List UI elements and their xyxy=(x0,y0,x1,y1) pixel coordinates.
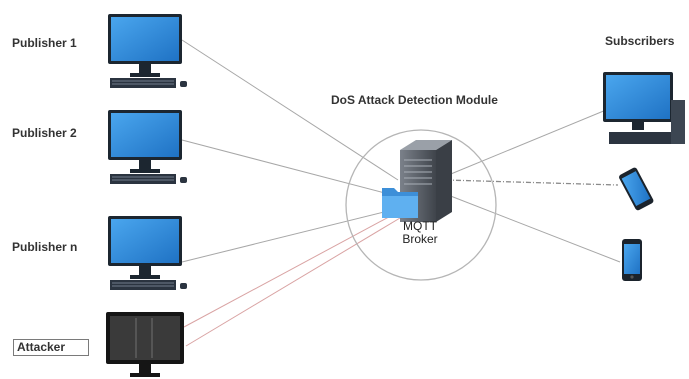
attacker-label-box xyxy=(13,339,89,356)
broker-label: MQTT Broker xyxy=(398,220,442,246)
publisher-n-label: Publisher n xyxy=(12,240,78,254)
broker-label-line-2: Broker xyxy=(402,232,438,246)
subscriber-smartphone-1-icon xyxy=(619,167,654,211)
publisher-2-computer-icon xyxy=(107,109,188,185)
link-publisher-2 xyxy=(181,139,386,194)
link-publisher-1 xyxy=(181,39,399,181)
link-subscriber-desktop xyxy=(445,109,607,177)
link-attacker-2 xyxy=(185,217,401,347)
subscribers-label: Subscribers xyxy=(605,34,675,48)
broker-label-line-1: MQTT xyxy=(403,219,437,233)
publisher-n-computer-icon xyxy=(107,215,188,291)
detection-module-label: DoS Attack Detection Module xyxy=(331,93,498,107)
link-subscriber-phone-2 xyxy=(447,194,621,263)
publisher-2-label: Publisher 2 xyxy=(12,126,77,140)
publisher-1-label: Publisher 1 xyxy=(12,36,77,50)
attacker-computer-icon xyxy=(106,312,184,377)
folder-icon xyxy=(382,188,418,218)
attacker-label: Attacker xyxy=(17,340,66,354)
link-subscriber-phone-1 xyxy=(445,179,619,186)
link-publisher-n xyxy=(181,209,393,263)
publisher-1-computer-icon xyxy=(107,13,188,89)
link-attacker-1 xyxy=(183,211,399,328)
connection-lines xyxy=(181,39,621,347)
detection-module-circle xyxy=(345,129,497,281)
subscriber-desktop-icon xyxy=(603,72,685,144)
subscriber-smartphone-2-icon xyxy=(622,239,642,281)
